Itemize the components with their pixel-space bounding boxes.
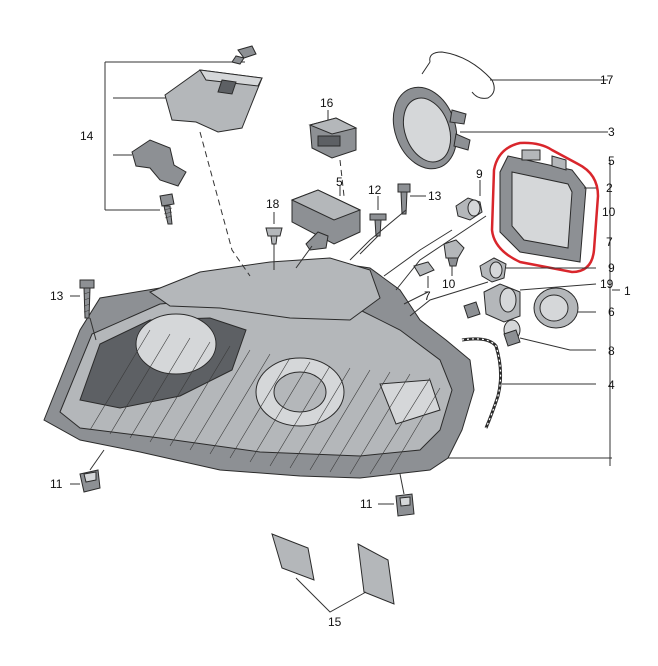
callout-10-right: 10 bbox=[602, 205, 616, 219]
red-highlight-outline bbox=[490, 141, 600, 274]
callout-12: 12 bbox=[368, 183, 382, 197]
callout-7-right: 7 bbox=[606, 235, 613, 249]
callout-3: 3 bbox=[608, 125, 615, 139]
motor-5 bbox=[290, 186, 362, 251]
callout-11-bottom: 11 bbox=[360, 497, 373, 511]
bulb-9-lower bbox=[479, 257, 596, 283]
screw-13-left bbox=[70, 279, 95, 319]
callout-10-mid: 10 bbox=[442, 277, 456, 291]
bulb-10 bbox=[443, 239, 465, 276]
film-pieces-15 bbox=[271, 533, 395, 613]
callout-8: 8 bbox=[608, 344, 615, 358]
headlight-housing bbox=[43, 257, 612, 479]
socket-7-small bbox=[413, 261, 435, 288]
callout-4: 4 bbox=[608, 378, 615, 392]
callout-6: 6 bbox=[608, 305, 615, 319]
callout-9-right: 9 bbox=[608, 261, 615, 275]
bulb-19 bbox=[463, 283, 597, 323]
leader-lines bbox=[89, 79, 620, 495]
highlighted-module-2 bbox=[490, 141, 600, 274]
callout-19: 19 bbox=[600, 277, 614, 291]
callout-13-upper: 13 bbox=[428, 189, 442, 203]
callout-5-right: 5 bbox=[608, 154, 615, 168]
callout-2: 2 bbox=[606, 181, 613, 195]
connector-16 bbox=[308, 110, 358, 159]
callout-16: 16 bbox=[320, 96, 334, 110]
callout-9-upper: 9 bbox=[476, 167, 483, 181]
bracket-group-14 bbox=[104, 45, 263, 225]
spring-clip-17 bbox=[421, 51, 596, 99]
callout-15: 15 bbox=[328, 615, 342, 629]
callout-13-left: 13 bbox=[50, 289, 64, 303]
callout-labels: 1 2 3 4 5 5 6 7 7 8 9 9 10 10 11 11 12 1… bbox=[50, 73, 631, 629]
callout-18: 18 bbox=[266, 197, 280, 211]
callout-11-left: 11 bbox=[50, 477, 63, 491]
clip-nut-11-bottom bbox=[378, 493, 415, 517]
bolt-upper bbox=[231, 45, 257, 65]
callout-14: 14 bbox=[80, 129, 94, 143]
callout-17: 17 bbox=[600, 73, 614, 87]
screw-12 bbox=[369, 196, 387, 237]
wire-harness-4 bbox=[461, 337, 596, 429]
pin-18 bbox=[265, 212, 283, 245]
bulb-8 bbox=[503, 319, 596, 351]
clip-nut-11-left bbox=[70, 469, 101, 493]
bulb-holder-6 bbox=[533, 287, 596, 329]
callout-1: 1 bbox=[624, 284, 631, 298]
callout-7-small: 7 bbox=[424, 289, 431, 303]
bulb-9-upper bbox=[455, 180, 483, 221]
cover-3 bbox=[392, 86, 596, 170]
screw-13-upper bbox=[397, 183, 426, 215]
clip-bracket bbox=[131, 139, 187, 187]
callout-5-left: 5 bbox=[336, 175, 343, 189]
